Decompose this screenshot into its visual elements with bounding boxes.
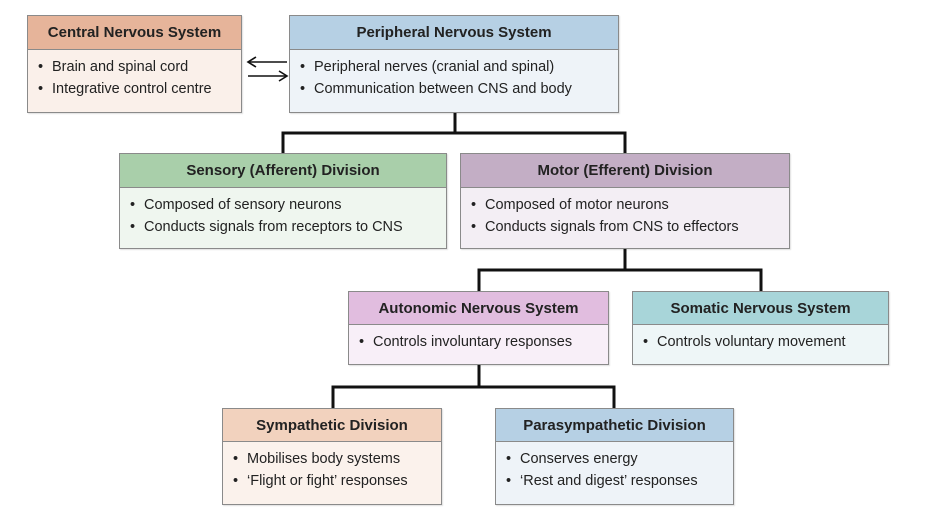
sensory-division-box: Sensory (Afferent) Division Composed of … [119, 153, 447, 249]
box-title: Somatic Nervous System [633, 292, 888, 325]
autonomic-nervous-system-box: Autonomic Nervous System Controls involu… [348, 291, 609, 365]
box-item: Controls voluntary movement [643, 331, 888, 353]
connector-motor-somatic [625, 268, 763, 291]
connector-autonomic-parasympathetic [479, 385, 616, 408]
box-item: Composed of sensory neurons [130, 194, 446, 216]
box-title: Sensory (Afferent) Division [120, 154, 446, 188]
box-item: Controls involuntary responses [359, 331, 608, 353]
sympathetic-division-box: Sympathetic Division Mobilises body syst… [222, 408, 442, 505]
box-title: Motor (Efferent) Division [461, 154, 789, 188]
box-items: Composed of motor neurons Conducts signa… [461, 188, 789, 238]
box-item: Conserves energy [506, 448, 733, 470]
box-item: Integrative control centre [38, 78, 241, 100]
box-item: Brain and spinal cord [38, 56, 241, 78]
box-items: Conserves energy ‘Rest and digest’ respo… [496, 442, 733, 492]
connector-motor-autonomic [477, 249, 627, 291]
peripheral-nervous-system-box: Peripheral Nervous System Peripheral ner… [289, 15, 619, 113]
connector-pns-motor [455, 131, 627, 153]
box-item: Peripheral nerves (cranial and spinal) [300, 56, 618, 78]
box-title: Parasympathetic Division [496, 409, 733, 442]
somatic-nervous-system-box: Somatic Nervous System Controls voluntar… [632, 291, 889, 365]
connector-autonomic-sympathetic [331, 365, 481, 408]
box-item: ‘Rest and digest’ responses [506, 470, 733, 492]
box-item: Composed of motor neurons [471, 194, 789, 216]
arrowhead-left [246, 56, 257, 68]
box-items: Controls voluntary movement [633, 325, 888, 353]
box-title: Sympathetic Division [223, 409, 441, 442]
connector-pns-sensory [281, 113, 457, 153]
box-items: Mobilises body systems ‘Flight or fight’… [223, 442, 441, 492]
tree-connectors [281, 113, 763, 408]
box-items: Peripheral nerves (cranial and spinal) C… [290, 50, 618, 100]
box-title: Autonomic Nervous System [349, 292, 608, 325]
arrowhead-right [278, 70, 289, 82]
box-items: Composed of sensory neurons Conducts sig… [120, 188, 446, 238]
motor-division-box: Motor (Efferent) Division Composed of mo… [460, 153, 790, 249]
box-title: Central Nervous System [28, 16, 241, 50]
cns-pns-arrows [246, 56, 289, 82]
box-items: Brain and spinal cord Integrative contro… [28, 50, 241, 100]
box-item: Mobilises body systems [233, 448, 441, 470]
box-item: Conducts signals from receptors to CNS [130, 216, 446, 238]
parasympathetic-division-box: Parasympathetic Division Conserves energ… [495, 408, 734, 505]
box-title: Peripheral Nervous System [290, 16, 618, 50]
box-item: Conducts signals from CNS to effectors [471, 216, 789, 238]
box-items: Controls involuntary responses [349, 325, 608, 353]
box-item: ‘Flight or fight’ responses [233, 470, 441, 492]
box-item: Communication between CNS and body [300, 78, 618, 100]
central-nervous-system-box: Central Nervous System Brain and spinal … [27, 15, 242, 113]
